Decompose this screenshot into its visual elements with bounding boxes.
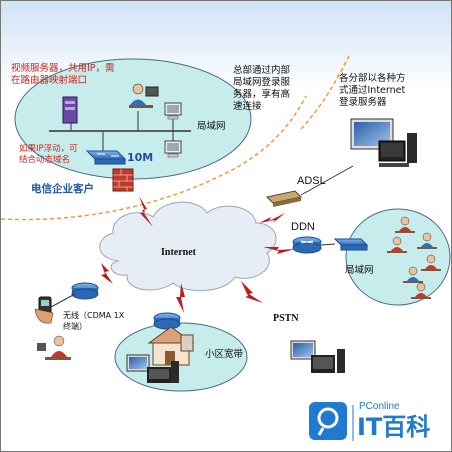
ddn-router-icon [292,236,322,254]
label-lan-top: 局域网 [197,121,226,132]
label-community: 小区宽带 [205,349,244,360]
community-router-icon [153,312,181,330]
label-dynamic-ip-1: 如果IP浮动，可 [19,144,78,154]
label-branch-2: 式通过Internet [339,85,406,96]
firewall-icon [112,168,134,192]
label-hq-2: 局域网登录服 [233,77,291,88]
pstn-pc-icon [290,340,345,373]
label-router-mapping: 在路由器映射端口 [11,75,88,86]
label-wireless-1: 无线（CDMA 1X [63,311,125,320]
adsl-modem-icon [265,190,303,207]
label-ddn: DDN [291,221,315,233]
pconline-logo-icon [309,402,347,440]
lan-pc-icon-1 [164,102,182,120]
label-lan-right: 局域网 [345,265,374,276]
internet-cloud [99,201,277,292]
mobile-phone-icon [34,296,54,324]
divider-left [1,95,307,221]
watermark-brand-large: IT百科 [357,413,431,441]
label-video-server: 视频服务器，共用IP，需 [11,63,115,74]
video-server-icon [62,96,78,124]
label-dynamic-ip-2: 结合动态域名 [19,155,71,165]
label-internet: Internet [161,247,196,258]
label-wireless-2: 终端） [63,322,87,331]
wireless-user-icon [37,335,71,360]
lan-right-switch-icon [333,238,369,251]
label-telecom-customer: 电信企业客户 [31,183,94,195]
label-hq-4: 速连接 [233,101,262,112]
label-adsl: ADSL [297,175,326,187]
label-bandwidth: 10M [127,151,154,164]
wireless-router-icon [71,282,99,300]
lan-user-icon [129,83,159,108]
label-hq-1: 总部通过内部 [233,65,291,76]
community-pc-icon [126,354,179,383]
house-icon [147,326,195,366]
label-branch-1: 各分部以各种方 [339,73,406,84]
link-bolts [101,196,295,313]
lan-switch-icon [85,150,127,165]
label-branch-3: 登录服务器 [339,97,387,108]
lan-pc-icon-2 [164,140,182,158]
branch-computer-icon [350,118,417,167]
watermark-brand-small: PConline [359,401,400,412]
divider-right [300,55,350,130]
label-pstn: PSTN [273,313,299,324]
lan-ellipse-right [345,208,451,306]
label-hq-3: 务器，享有高 [233,89,291,100]
lan-right-users [387,216,441,299]
